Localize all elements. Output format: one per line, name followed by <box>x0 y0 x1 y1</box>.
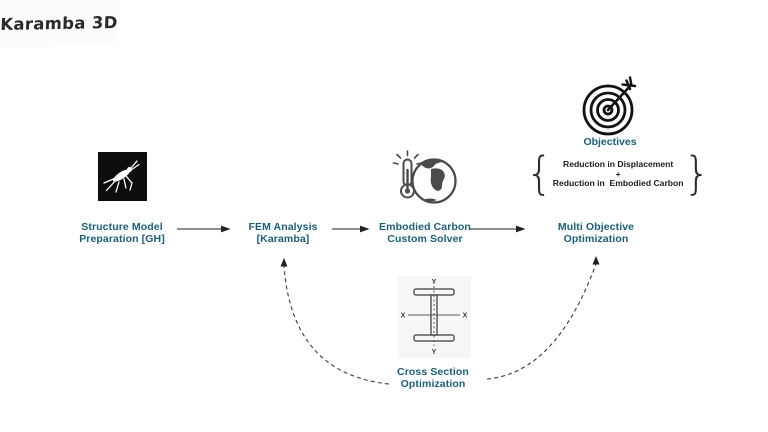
node-carbon-line1: Embodied Carbon <box>379 221 471 233</box>
node-carbon-line2: Custom Solver <box>387 233 463 245</box>
ibeam-axis-y-top: Y <box>432 279 437 286</box>
ibeam-axis-x-left: X <box>401 313 406 320</box>
node-embodied-carbon-label: Embodied Carbon Custom Solver <box>360 221 490 245</box>
objectives-list: Reduction in Displacement + Reduction in… <box>553 159 684 189</box>
objective-displacement: Reduction in Displacement <box>562 159 674 169</box>
objectives-block: { Reduction in Displacement + Reduction … <box>526 147 710 200</box>
ibeam-axis-x-right: X <box>463 313 468 320</box>
node-fem-line2: [Karamba] <box>256 233 310 245</box>
grasshopper-icon <box>98 152 147 201</box>
karamba-logo: Karamba 3D <box>0 0 119 48</box>
ibeam-cross-section-icon: X X Y Y <box>398 276 471 358</box>
node-structure-model-label: Structure Model Preparation [GH] <box>57 221 187 245</box>
objectives-title: Objectives <box>583 136 637 148</box>
target-icon <box>580 76 642 138</box>
ibeam-axis-y-bottom: Y <box>432 349 437 356</box>
node-multi-line2: Optimization <box>563 233 629 245</box>
node-fem-analysis-label: FEM Analysis [Karamba] <box>218 221 348 245</box>
dashed-arrow-cross-to-multi <box>486 263 597 380</box>
node-fem-line1: FEM Analysis <box>248 221 318 233</box>
left-brace: { <box>526 147 553 200</box>
node-cross-line1: Cross Section <box>397 366 469 378</box>
node-cross-line2: Optimization <box>400 378 466 390</box>
node-multi-line1: Multi Objective <box>557 221 635 233</box>
right-brace: } <box>683 147 711 200</box>
node-cross-section-label: Cross Section Optimization <box>368 366 498 390</box>
objective-plus: + <box>615 169 621 179</box>
thermometer-globe-icon <box>390 150 462 212</box>
node-multi-objective-label: Multi Objective Optimization <box>531 221 661 245</box>
node-structure-line2: Preparation [GH] <box>79 233 165 245</box>
objective-embodied-carbon: Reduction in Embodied Carbon <box>552 178 684 188</box>
node-structure-line1: Structure Model <box>81 221 163 233</box>
